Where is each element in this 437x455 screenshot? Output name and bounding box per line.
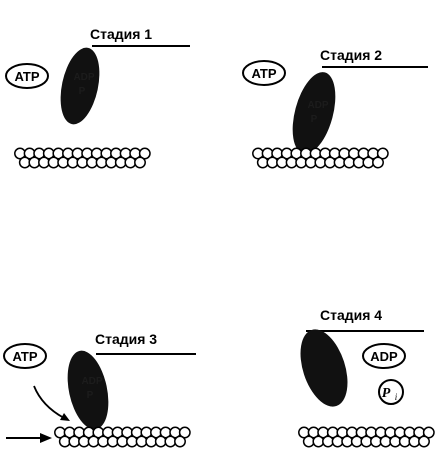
stage-3-label: Стадия 3 bbox=[95, 331, 157, 347]
actin-bead bbox=[97, 435, 110, 448]
head-adp-label: ADP bbox=[81, 376, 102, 387]
slide-arrow bbox=[6, 433, 52, 443]
actin-bead bbox=[295, 156, 308, 169]
actin-bead bbox=[145, 435, 158, 448]
actin-bead bbox=[322, 435, 334, 448]
actin-bead bbox=[135, 435, 148, 448]
actin-bead bbox=[114, 156, 127, 169]
actin-bead bbox=[68, 435, 81, 448]
panel-stage-3: Стадия 3 ATP ADP P bbox=[3, 331, 196, 448]
actin-bead bbox=[285, 156, 298, 169]
actin-bead bbox=[95, 156, 108, 169]
actin-bead bbox=[314, 156, 327, 169]
actin-bead bbox=[324, 156, 336, 169]
actin-bead bbox=[333, 156, 346, 169]
stage-1-label: Стадия 1 bbox=[90, 26, 152, 42]
actin-bead bbox=[312, 435, 325, 448]
actin-bead bbox=[174, 435, 186, 448]
svg-text:ADP: ADP bbox=[370, 349, 398, 364]
actin-bead bbox=[124, 156, 137, 169]
actin-bead bbox=[389, 435, 402, 448]
head-p-label: P bbox=[79, 86, 86, 97]
svg-text:ATP: ATP bbox=[251, 66, 276, 81]
actin-bead bbox=[47, 156, 60, 169]
actin-bead bbox=[370, 435, 382, 448]
actin-bead bbox=[106, 435, 119, 448]
actin-bead bbox=[362, 156, 375, 169]
actin-bead bbox=[408, 435, 421, 448]
atp-bubble: ATP bbox=[242, 60, 286, 86]
phosphate-circle: P i bbox=[378, 379, 404, 405]
stage-2-label: Стадия 2 bbox=[320, 47, 382, 63]
actin-bead bbox=[376, 147, 389, 160]
actin-filament bbox=[14, 147, 151, 169]
actin-bead bbox=[256, 156, 269, 169]
actin-bead bbox=[350, 435, 363, 448]
actin-bead bbox=[134, 156, 146, 169]
actin-bead bbox=[276, 156, 288, 169]
actin-bead bbox=[372, 156, 384, 169]
actin-bead bbox=[398, 435, 411, 448]
svg-text:ATP: ATP bbox=[14, 69, 39, 84]
actin-bead bbox=[302, 435, 315, 448]
actin-bead bbox=[57, 156, 70, 169]
actin-filament bbox=[54, 426, 191, 448]
panel-stage-1: Стадия 1 ATP ADP P bbox=[5, 26, 190, 169]
actin-bead bbox=[78, 435, 90, 448]
actin-bead bbox=[343, 156, 356, 169]
actin-bead bbox=[87, 435, 100, 448]
head-p-label: P bbox=[87, 390, 94, 401]
atp-bubble: ATP bbox=[3, 343, 47, 369]
svg-text:ATP: ATP bbox=[12, 349, 37, 364]
head-p-label: P bbox=[311, 114, 318, 125]
atp-bubble: ATP bbox=[5, 63, 49, 89]
stage-4-label: Стадия 4 bbox=[320, 307, 382, 323]
actin-bead bbox=[341, 435, 354, 448]
panel-stage-4: Стадия 4 ADP P i bbox=[298, 307, 435, 448]
myosin-head bbox=[300, 329, 348, 407]
phosphate-i-label: i bbox=[395, 392, 398, 402]
myosin-head: ADP P bbox=[60, 47, 100, 125]
actin-bead bbox=[154, 435, 167, 448]
actin-bead bbox=[164, 435, 177, 448]
myosin-head: ADP P bbox=[292, 72, 336, 154]
head-adp-label: ADP bbox=[307, 100, 328, 111]
actin-bead bbox=[138, 147, 151, 160]
actin-filament bbox=[298, 426, 435, 448]
actin-bead bbox=[28, 156, 41, 169]
actin-bead bbox=[66, 156, 79, 169]
actin-bead bbox=[86, 156, 98, 169]
actin-bead bbox=[116, 435, 129, 448]
actin-bead bbox=[105, 156, 118, 169]
actin-bead bbox=[379, 435, 392, 448]
actin-bead bbox=[352, 156, 365, 169]
actin-bead bbox=[418, 435, 430, 448]
phosphate-p-label: P bbox=[382, 386, 391, 401]
actin-bead bbox=[18, 156, 31, 169]
actin-bead bbox=[266, 156, 279, 169]
panel-stage-2: Стадия 2 ATP ADP P bbox=[242, 47, 428, 169]
myosin-head: ADP P bbox=[67, 350, 109, 430]
actin-bead bbox=[126, 435, 138, 448]
actin-bead bbox=[38, 156, 50, 169]
actin-bead bbox=[58, 435, 71, 448]
actin-bead bbox=[331, 435, 344, 448]
actin-bead bbox=[360, 435, 373, 448]
actin-bead bbox=[304, 156, 317, 169]
adp-bubble: ADP bbox=[362, 343, 406, 369]
actin-bead bbox=[422, 426, 435, 439]
actin-bead bbox=[178, 426, 191, 439]
actin-bead bbox=[76, 156, 89, 169]
binding-arrow bbox=[33, 385, 70, 421]
actin-filament bbox=[252, 147, 389, 169]
head-adp-label: ADP bbox=[73, 72, 94, 83]
